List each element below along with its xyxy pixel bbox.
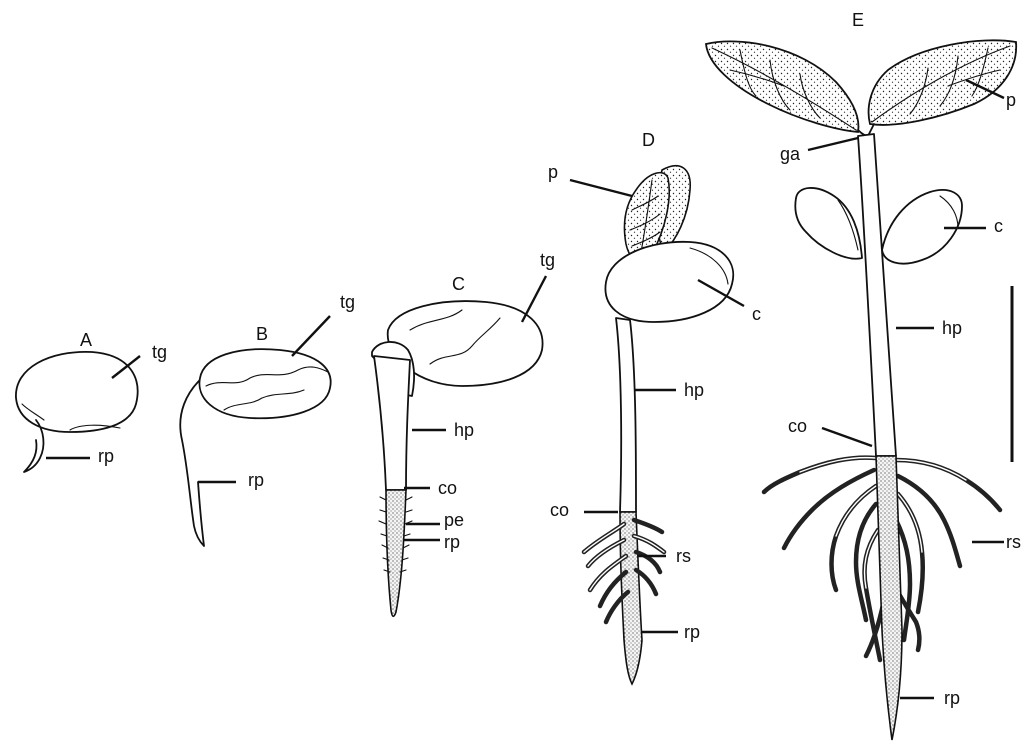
stage-c-tg-leader (522, 276, 546, 322)
stage-b: B tg rp (180, 292, 355, 546)
stage-e-main-root (876, 456, 902, 740)
stage-a-seed (16, 352, 138, 432)
stage-b-rp-label: rp (248, 470, 264, 490)
stage-d-p-label: p (548, 162, 558, 182)
stage-e-hypocotyl (858, 134, 896, 456)
stage-e-ga-label: ga (780, 144, 801, 164)
stage-e-ga-leader (808, 138, 858, 150)
stage-c-pe-label: pe (444, 510, 464, 530)
stage-d-label: D (642, 130, 655, 150)
stage-b-tg-label: tg (340, 292, 355, 312)
stage-d-c-label: c (752, 304, 761, 324)
stage-e-hp-label: hp (942, 318, 962, 338)
stage-e-leaf-left (706, 41, 858, 132)
stage-c-tg-label: tg (540, 250, 555, 270)
stage-c-co-label: co (438, 478, 457, 498)
stage-e: E p ga c hp (706, 10, 1021, 740)
stage-c-hypocotyl (374, 356, 410, 490)
stage-d-hp-label: hp (684, 380, 704, 400)
stage-d-p-leader (570, 180, 632, 196)
stage-e-co-label: co (788, 416, 807, 436)
stage-d: D p c hp co rs rp (548, 130, 761, 684)
stage-c-hp-label: hp (454, 420, 474, 440)
stage-c-label: C (452, 274, 465, 294)
stage-a-rp-label: rp (98, 446, 114, 466)
stage-c-root (386, 490, 406, 616)
stage-a: A tg rp (16, 330, 167, 472)
stage-e-p-label: p (1006, 90, 1016, 110)
stage-e-cotyledon-left (795, 188, 862, 259)
stage-a-radicle (24, 420, 43, 472)
stage-d-rp-label: rp (684, 622, 700, 642)
stage-d-co-label: co (550, 500, 569, 520)
stage-d-hypocotyl (616, 318, 636, 512)
stage-e-label: E (852, 10, 864, 30)
stage-c: C tg hp co pe rp (372, 250, 555, 616)
stage-b-label: B (256, 324, 268, 344)
stage-c-rp-label: rp (444, 532, 460, 552)
stage-a-label: A (80, 330, 92, 350)
stage-b-tg-leader (292, 316, 330, 356)
stage-a-tg-label: tg (152, 342, 167, 362)
stage-e-co-leader (822, 428, 872, 446)
stage-d-cotyledon (605, 242, 733, 322)
stage-e-c-label: c (994, 216, 1003, 236)
stage-b-radicle (180, 376, 204, 546)
stage-b-seed (199, 349, 330, 418)
stage-e-rs-label: rs (1006, 532, 1021, 552)
stage-d-rs-label: rs (676, 546, 691, 566)
stage-e-leaf-right (869, 40, 1017, 125)
stage-e-rp-label: rp (944, 688, 960, 708)
